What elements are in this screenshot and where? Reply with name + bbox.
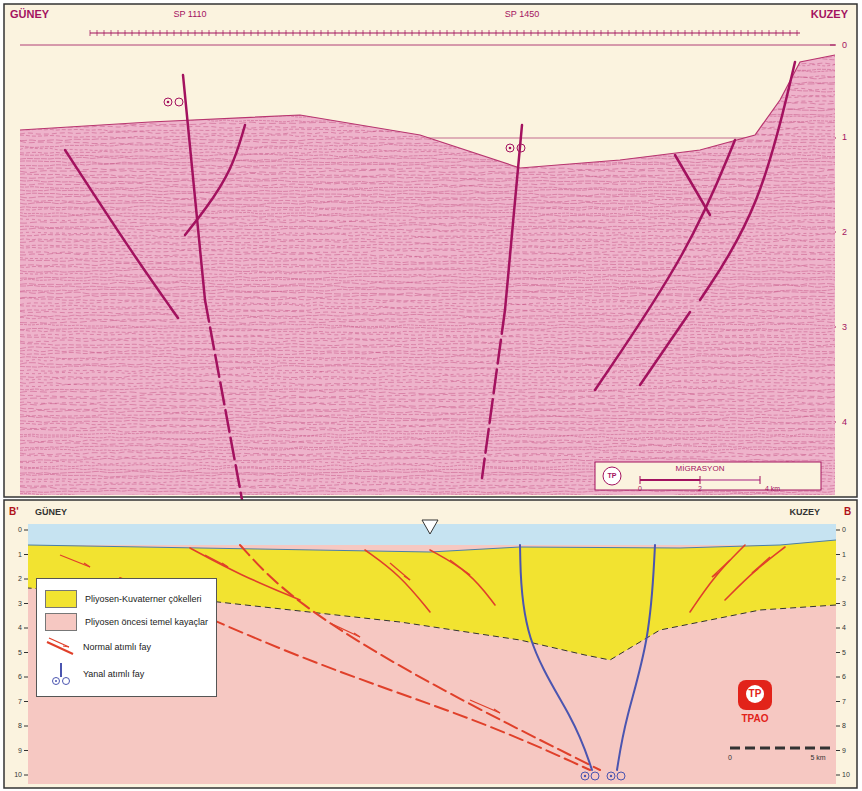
label: 0: [842, 41, 847, 50]
strike-slip-sample: [45, 663, 77, 685]
label: 8: [18, 722, 22, 729]
label: 2: [698, 485, 702, 492]
legend-text: Yanal atımlı fay: [83, 669, 144, 679]
label: 2: [842, 575, 846, 582]
label: GÜNEY: [35, 508, 67, 517]
label: 0: [842, 526, 846, 533]
label: B: [844, 507, 851, 517]
label: 7: [18, 698, 22, 705]
label: 3: [18, 600, 22, 607]
panel-frame: [4, 500, 857, 788]
scale-box: [595, 462, 821, 490]
label: 8: [842, 722, 846, 729]
label: 7: [842, 698, 846, 705]
label: TP: [608, 472, 617, 479]
label: 5: [18, 649, 22, 656]
shot-ticks: [90, 30, 797, 36]
label: SP 1450: [505, 10, 539, 19]
label: 3: [842, 323, 847, 332]
label: TP: [749, 689, 762, 699]
legend-swatch: [45, 613, 77, 631]
label: 4: [18, 624, 22, 631]
label: 6: [842, 673, 846, 680]
label: MİGRASYON: [676, 465, 725, 473]
label: 6: [18, 673, 22, 680]
seismic-fill: [20, 55, 835, 495]
label: 4 km: [765, 485, 780, 492]
label: 2: [18, 575, 22, 582]
label: 2: [842, 228, 847, 237]
label: 9: [842, 747, 846, 754]
normal-fault-sample: [45, 636, 77, 658]
legend-row: Pliyosen-Kuvaterner çökelleri: [45, 590, 208, 608]
shot-line: [90, 33, 800, 34]
label: KUZEY: [789, 508, 820, 517]
label: 5 km: [810, 754, 825, 761]
legend-text: Pliyosen öncesi temel kayaçlar: [85, 617, 208, 627]
label: 4: [842, 418, 847, 427]
label: SP 1110: [173, 10, 206, 19]
label: 10: [842, 771, 850, 778]
panel-frame: [4, 4, 857, 497]
label: 0: [18, 526, 22, 533]
legend: Pliyosen-Kuvaterner çökelleriPliyosen ön…: [36, 578, 217, 697]
label: 10: [14, 771, 22, 778]
label: 4: [842, 624, 846, 631]
label: 1: [18, 551, 22, 558]
legend-text: Normal atımlı fay: [83, 642, 151, 652]
sediment-layer: [28, 540, 836, 660]
label: 3: [842, 600, 846, 607]
seismic-traces: [20, 48, 836, 499]
label: KUZEY: [811, 9, 848, 20]
legend-row: Yanal atımlı fay: [45, 663, 208, 685]
fault-lines: [65, 62, 795, 505]
label: 1: [842, 133, 847, 142]
legend-row: Pliyosen öncesi temel kayaçlar: [45, 613, 208, 631]
label: 5: [842, 649, 846, 656]
label: 9: [18, 747, 22, 754]
label: GÜNEY: [10, 9, 49, 20]
legend-text: Pliyosen-Kuvaterner çökelleri: [85, 594, 202, 604]
label: B': [9, 507, 19, 517]
legend-swatch: [45, 590, 77, 608]
label: 0: [728, 754, 732, 761]
logo: [738, 680, 772, 710]
legend-row: Normal atımlı fay: [45, 636, 208, 658]
label: 0: [638, 485, 642, 492]
label: 1: [842, 551, 846, 558]
label: TPAO: [741, 714, 768, 724]
